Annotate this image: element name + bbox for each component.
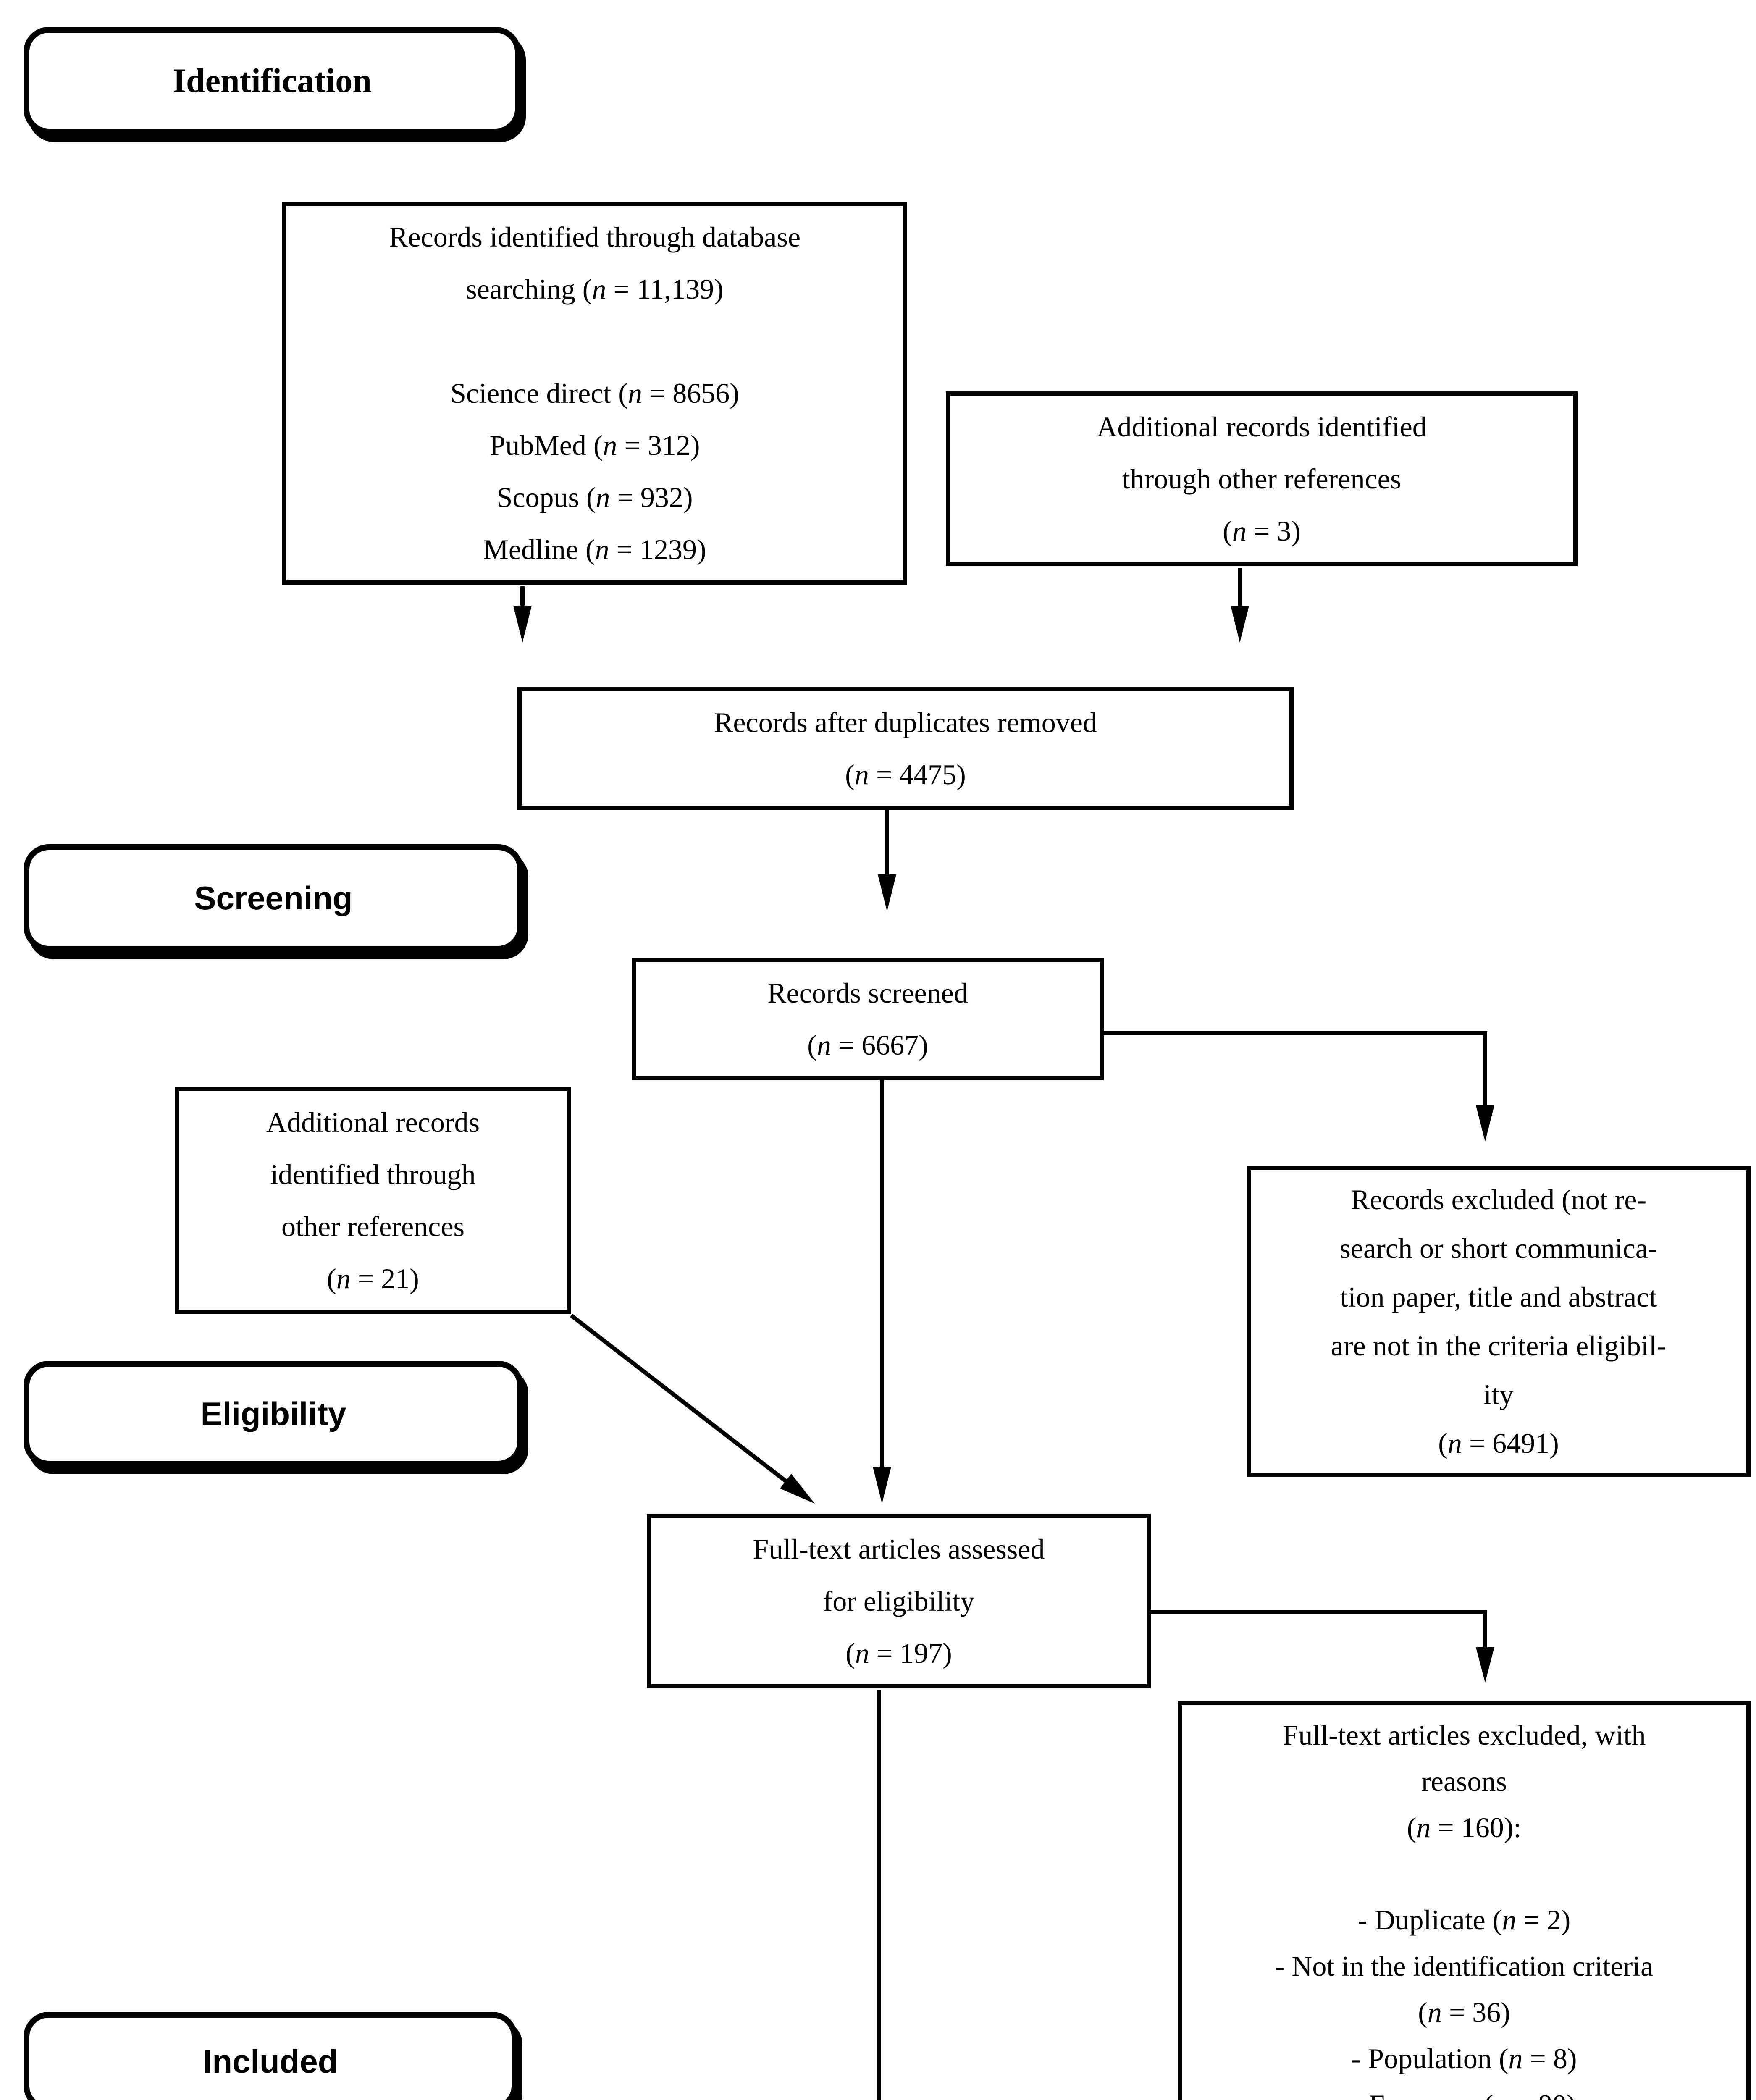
box-fulltext-excluded: Full-text articles excluded, with reasons…: [1178, 1701, 1751, 2100]
text-line: (n = 21): [327, 1263, 419, 1294]
text-line: (n = 3): [1223, 515, 1301, 547]
box-records-screened: Records screened (n = 6667): [632, 958, 1104, 1080]
stage-label-screening: Screening: [24, 844, 523, 952]
text-line: through other references: [1122, 463, 1402, 495]
stage-label-eligibility-text: Eligibility: [200, 1395, 346, 1432]
arrowhead-identified-to-duplicates: [513, 606, 532, 643]
text-line: Scopus (n = 932): [496, 481, 693, 513]
text-line: Records after duplicates removed: [714, 706, 1097, 738]
box-fulltext-assessed: Full-text articles assessed for eligibili…: [647, 1514, 1151, 1688]
box-additional-records-top: Additional records identified through oth…: [946, 391, 1578, 566]
text-line: - Population (n = 8): [1351, 2042, 1577, 2074]
arrow-fulltext-to-excluded: [1151, 1610, 1487, 1651]
text-line: Records screened: [767, 977, 968, 1009]
text-line: search or short communica-: [1339, 1232, 1658, 1264]
text-line: Full-text articles excluded, with: [1282, 1719, 1646, 1751]
text-line: [299, 315, 890, 367]
text-line: other references: [281, 1210, 465, 1242]
text-line: Additional records identified: [1097, 411, 1427, 443]
text-line: tion paper, title and abstract: [1340, 1281, 1657, 1313]
text-line: for eligibility: [823, 1585, 975, 1617]
text-line: Records excluded (not re-: [1350, 1184, 1647, 1215]
arrowhead-screened-to-excluded: [1476, 1105, 1494, 1142]
arrow-additional21-to-fulltext: [570, 1314, 788, 1483]
text-line: (n = 36): [1418, 1996, 1510, 2028]
text-line: - Not in the identification criteria: [1275, 1950, 1654, 1982]
stage-label-identification-text: Identification: [173, 61, 372, 100]
stage-label-included: Included: [24, 2012, 517, 2100]
text-line: identified through: [270, 1158, 476, 1190]
text-line: Records identified through database: [388, 221, 801, 253]
box-records-identified: Records identified through database searc…: [282, 202, 907, 585]
text-line: (n = 6491): [1438, 1427, 1559, 1459]
text-line: (n = 6667): [807, 1029, 928, 1061]
arrowhead-fulltext-to-excluded: [1476, 1647, 1494, 1683]
box-records-excluded: Records excluded (not re-search or short…: [1247, 1166, 1751, 1477]
arrowhead-additional21-to-fulltext: [780, 1474, 815, 1504]
text-line: are not in the criteria eligibil-: [1331, 1330, 1667, 1362]
text-line: - Exposure (n = 80): [1190, 2082, 1738, 2100]
text-line: ity: [1483, 1378, 1514, 1410]
stage-label-included-text: Included: [203, 2042, 338, 2080]
arrowhead-additional3-to-duplicates: [1231, 606, 1249, 643]
stage-label-eligibility: Eligibility: [24, 1361, 523, 1467]
text-line: (n = 197): [845, 1637, 952, 1669]
arrow-screened-to-excluded: [1104, 1031, 1487, 1109]
text-line: (n = 4475): [845, 759, 966, 790]
text-line: Science direct (n = 8656): [450, 377, 739, 409]
stage-label-screening-text: Screening: [194, 879, 353, 916]
text-line: - Duplicate (n = 2): [1357, 1904, 1571, 1936]
text-line: Additional records: [266, 1106, 480, 1138]
stage-label-identification: Identification: [24, 27, 521, 134]
text-line: reasons: [1421, 1765, 1507, 1797]
box-additional-records-left: Additional records identified through othe…: [175, 1087, 571, 1314]
text-line: Full-text articles assessed: [753, 1533, 1045, 1565]
text-line: PubMed (n = 312): [489, 429, 700, 461]
arrowhead-screened-to-fulltext: [873, 1467, 891, 1504]
box-duplicates-removed: Records after duplicates removed (n = 447…: [517, 687, 1294, 810]
arrowhead-duplicates-to-screened: [878, 874, 896, 911]
text-line: Medline (n = 1239): [483, 533, 706, 565]
text-line: (n = 160):: [1407, 1811, 1522, 1843]
text-line: [1190, 1851, 1738, 1897]
text-line: searching (n = 11,139): [466, 273, 724, 305]
